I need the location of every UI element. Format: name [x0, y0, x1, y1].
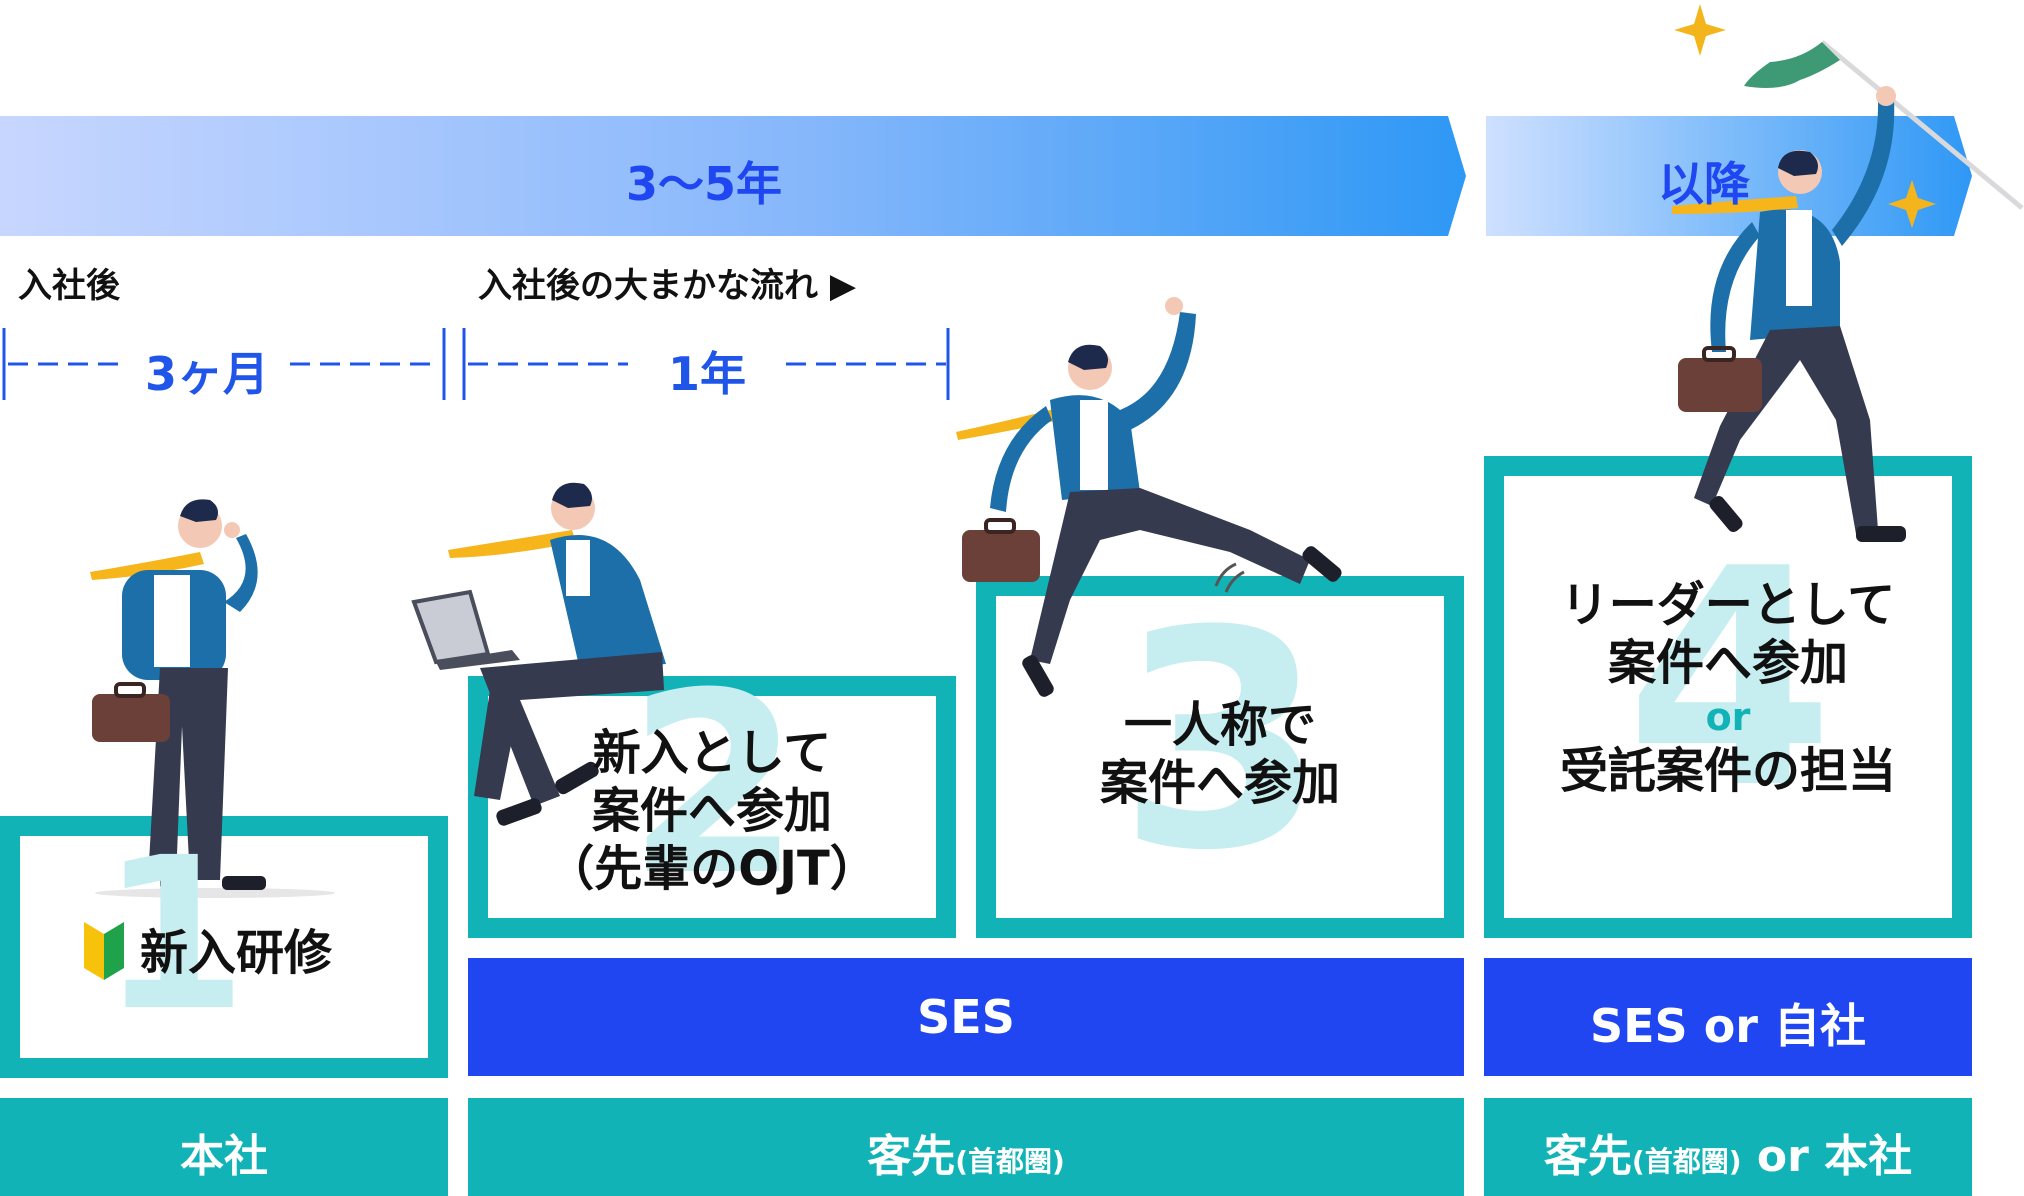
location-label-client-or-head-office: 客先(首都圏) or 本社	[1484, 1120, 1972, 1184]
stage-4-line-3: or	[1494, 692, 1962, 742]
client2-label-sub: (首都圏)	[1632, 1145, 1742, 1178]
after-joining-label: 入社後	[18, 258, 120, 307]
timeline-main-label: 3〜5年	[626, 148, 782, 214]
location-label-client: 客先(首都圏)	[468, 1120, 1464, 1184]
stage-4-line-2: 案件へ参加	[1494, 634, 1962, 692]
stage-1-text: 新入研修	[140, 924, 360, 982]
client-label-sub: (首都圏)	[955, 1145, 1065, 1178]
stage-4-line-4: 受託案件の担当	[1494, 742, 1962, 800]
span-label-1-year: 1年	[668, 338, 746, 404]
stage-2-line-1: 新入として	[478, 724, 946, 782]
span-label-3-months: 3ヶ月	[145, 338, 269, 404]
flag-icon	[1744, 42, 1840, 88]
client2-label-main: 客先	[1544, 1131, 1632, 1182]
client2-label-tail: or 本社	[1742, 1131, 1913, 1182]
client-label-main: 客先	[867, 1131, 955, 1182]
stage-3-line-2: 案件へ参加	[986, 754, 1454, 812]
location-label-head-office: 本社	[0, 1120, 448, 1184]
type-label-ses-or-own: SES or 自社	[1484, 990, 1972, 1056]
stage-2-line-3: （先輩のOJT）	[478, 840, 946, 898]
stage-2-line-2: 案件へ参加	[478, 782, 946, 840]
sparkle-icon	[1674, 4, 1726, 56]
stage-3-text: 一人称で 案件へ参加	[986, 696, 1454, 812]
stage-3-line-1: 一人称で	[986, 696, 1454, 754]
timeline-after-label: 以降	[1658, 148, 1750, 214]
stage-4-line-1: リーダーとして	[1494, 576, 1962, 634]
stage-1-line-1: 新入研修	[140, 924, 360, 982]
type-label-ses: SES	[468, 990, 1464, 1044]
stage-4-text: リーダーとして 案件へ参加 or 受託案件の担当	[1494, 576, 1962, 800]
overall-flow-label: 入社後の大まかな流れ ▶	[478, 258, 856, 307]
stage-2-text: 新入として 案件へ参加 （先輩のOJT）	[478, 724, 946, 898]
